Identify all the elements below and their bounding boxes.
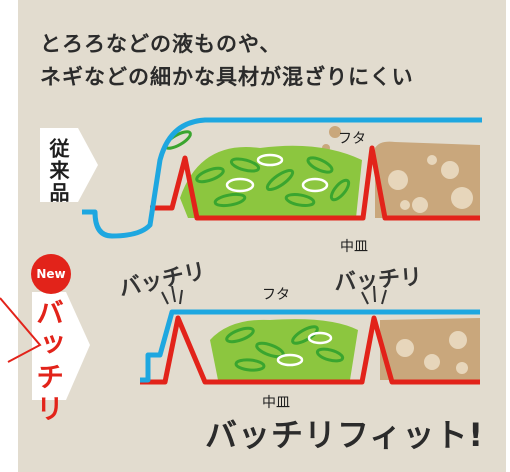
background-panel [18, 0, 506, 472]
new-product-label: バッチリ [32, 298, 65, 426]
new-lid-label: フタ [262, 287, 290, 303]
callout-line [0, 297, 42, 363]
headline-line-2: ネギなどの細かな具材が混ざりにくい [40, 65, 414, 89]
new-dish-label: 中皿 [262, 395, 290, 411]
tagline: バッチリフィット! [205, 416, 484, 454]
conventional-container [82, 117, 482, 239]
conventional-lid-label: フタ [338, 131, 366, 147]
new-tag-shape [32, 292, 90, 400]
conventional-dish-label: 中皿 [340, 239, 368, 255]
conventional-tag-shape [40, 128, 98, 202]
new-container [140, 285, 480, 385]
callout-right: バッチリ [333, 264, 423, 297]
headline: とろろなどの液ものや、 ネギなどの細かな具材が混ざりにくい [40, 28, 500, 94]
headline-line-1: とろろなどの液ものや、 [40, 32, 282, 56]
conventional-label: 従来品 [46, 138, 70, 204]
new-badge: New [31, 254, 71, 294]
